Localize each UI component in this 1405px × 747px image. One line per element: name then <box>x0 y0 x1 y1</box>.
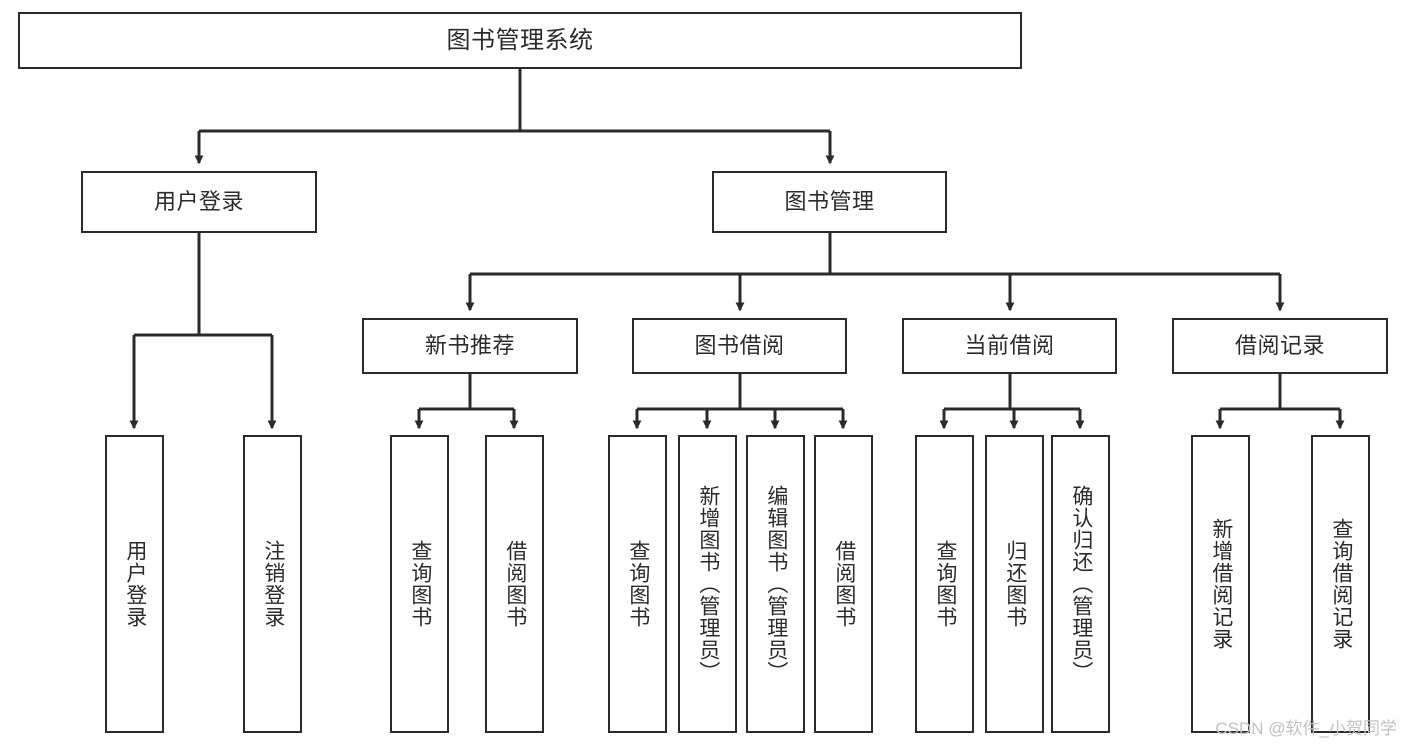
node-leaf-user-login[interactable]: 用户登录 <box>105 435 164 733</box>
edges-root-to-level2 <box>194 69 835 165</box>
node-leaf-borrow-book-2[interactable]: 借阅图书 <box>814 435 873 733</box>
node-label-book-manage: 图书管理 <box>784 189 875 215</box>
node-label-leaf-borrow-book-1: 借阅图书 <box>503 540 527 628</box>
node-label-leaf-query-book-2: 查询图书 <box>626 540 650 628</box>
node-label-new-book-rec: 新书推荐 <box>424 333 515 359</box>
node-label-leaf-add-book: 新增图书（管理员） <box>696 485 720 683</box>
node-label-leaf-confirm-return: 确认归还（管理员） <box>1069 485 1093 683</box>
node-leaf-query-book-2[interactable]: 查询图书 <box>608 435 667 733</box>
node-book-borrow[interactable]: 图书借阅 <box>632 318 847 374</box>
node-label-leaf-user-login: 用户登录 <box>123 540 147 628</box>
node-label-leaf-edit-book: 编辑图书（管理员） <box>764 485 788 683</box>
node-label-leaf-logout: 注销登录 <box>261 540 285 628</box>
node-leaf-borrow-book-1[interactable]: 借阅图书 <box>485 435 544 733</box>
node-leaf-logout[interactable]: 注销登录 <box>243 435 302 733</box>
node-label-leaf-return-book: 归还图书 <box>1003 540 1027 628</box>
edges-bookborrow-to-leaves <box>632 374 848 430</box>
edges-newbookrec-to-leaves <box>414 374 519 430</box>
node-leaf-add-book[interactable]: 新增图书（管理员） <box>678 435 737 733</box>
node-leaf-query-record[interactable]: 查询借阅记录 <box>1311 435 1370 733</box>
node-label-root: 图书管理系统 <box>446 26 594 54</box>
node-label-leaf-borrow-book-2: 借阅图书 <box>832 540 856 628</box>
node-label-leaf-add-record: 新增借阅记录 <box>1209 518 1233 650</box>
csdn-watermark: CSDN @软件_小贺同学 <box>1215 719 1397 738</box>
node-user-login[interactable]: 用户登录 <box>81 171 317 233</box>
node-label-current-borrow: 当前借阅 <box>964 333 1055 359</box>
edges-borrowrecord-to-leaves <box>1215 374 1345 430</box>
node-new-book-rec[interactable]: 新书推荐 <box>362 318 578 374</box>
node-current-borrow[interactable]: 当前借阅 <box>902 318 1117 374</box>
node-label-user-login: 用户登录 <box>153 189 244 215</box>
node-leaf-return-book[interactable]: 归还图书 <box>985 435 1044 733</box>
node-label-leaf-query-record: 查询借阅记录 <box>1329 518 1353 650</box>
node-label-leaf-query-book-1: 查询图书 <box>408 540 432 628</box>
node-leaf-add-record[interactable]: 新增借阅记录 <box>1191 435 1250 733</box>
node-label-book-borrow: 图书借阅 <box>694 333 785 359</box>
edges-bookmanage-to-level3 <box>465 233 1285 312</box>
node-root-system[interactable]: 图书管理系统 <box>18 12 1022 69</box>
node-leaf-query-book-1[interactable]: 查询图书 <box>390 435 449 733</box>
node-label-borrow-record: 借阅记录 <box>1234 333 1325 359</box>
edges-userlogin-to-leaves <box>129 233 277 430</box>
node-label-leaf-query-book-3: 查询图书 <box>933 540 957 628</box>
node-book-manage[interactable]: 图书管理 <box>712 171 947 233</box>
node-leaf-query-book-3[interactable]: 查询图书 <box>915 435 974 733</box>
node-leaf-edit-book[interactable]: 编辑图书（管理员） <box>746 435 805 733</box>
node-leaf-confirm-return[interactable]: 确认归还（管理员） <box>1051 435 1110 733</box>
node-borrow-record[interactable]: 借阅记录 <box>1172 318 1388 374</box>
edges-currentborrow-to-leaves <box>939 374 1085 430</box>
